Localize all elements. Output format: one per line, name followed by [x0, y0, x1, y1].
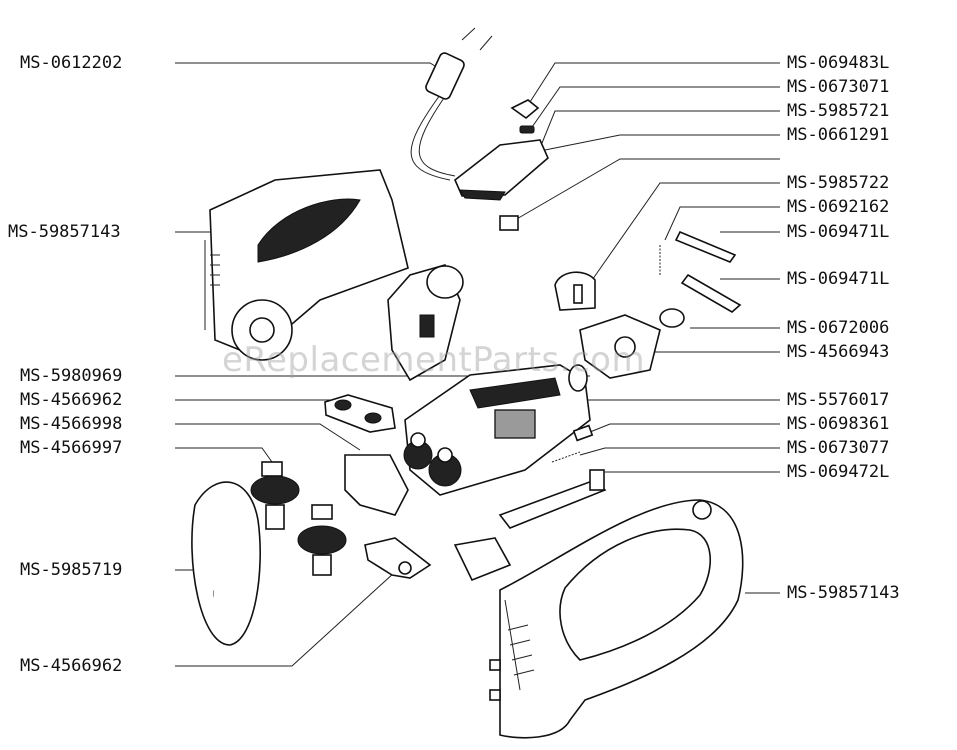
callout-label: MS-069472L	[787, 462, 890, 482]
small-parts	[324, 394, 594, 579]
callout-label: MS-0698361	[787, 414, 890, 434]
leader-lines-right	[514, 62, 780, 594]
callout-label: MS-0661291	[787, 125, 890, 145]
callout-label: MS-5985719	[20, 560, 123, 580]
callout-label: MS-0673077	[787, 438, 890, 458]
callout-label: MS-0612202	[20, 53, 123, 73]
switch-parts	[554, 230, 742, 379]
watermark: eReplacementParts.com	[222, 340, 646, 380]
callout-label: MS-4566962	[20, 656, 123, 676]
callout-label: MS-0673071	[787, 77, 890, 97]
cord-cover	[454, 99, 549, 231]
callout-label: MS-5985721	[787, 101, 890, 121]
drive-gears	[250, 461, 347, 576]
callout-label: MS-0692162	[787, 197, 890, 217]
callout-label: MS-59857143	[787, 583, 900, 603]
motor-assembly	[403, 364, 591, 496]
callout-label: MS-069471L	[787, 222, 890, 242]
upper-housing	[204, 169, 409, 361]
callout-label: MS-5980969	[20, 366, 123, 386]
callout-label: MS-4566997	[20, 438, 123, 458]
callout-label: MS-5985722	[787, 173, 890, 193]
callout-label: MS-4566962	[20, 390, 123, 410]
callout-label: MS-0672006	[787, 318, 890, 338]
side-cover: —	[191, 481, 261, 646]
switch-slider	[453, 469, 607, 582]
callout-label: MS-069471L	[787, 269, 890, 289]
callout-label: MS-59857143	[8, 222, 121, 242]
svg-text:—: —	[210, 590, 218, 597]
callout-label: MS-4566943	[787, 342, 890, 362]
callout-label: MS-5576017	[787, 390, 890, 410]
lower-housing	[489, 499, 744, 739]
callout-label: MS-069483L	[787, 53, 890, 73]
power-cord-plug	[410, 27, 493, 181]
callout-label: MS-4566998	[20, 414, 123, 434]
motor-bracket	[387, 264, 464, 382]
